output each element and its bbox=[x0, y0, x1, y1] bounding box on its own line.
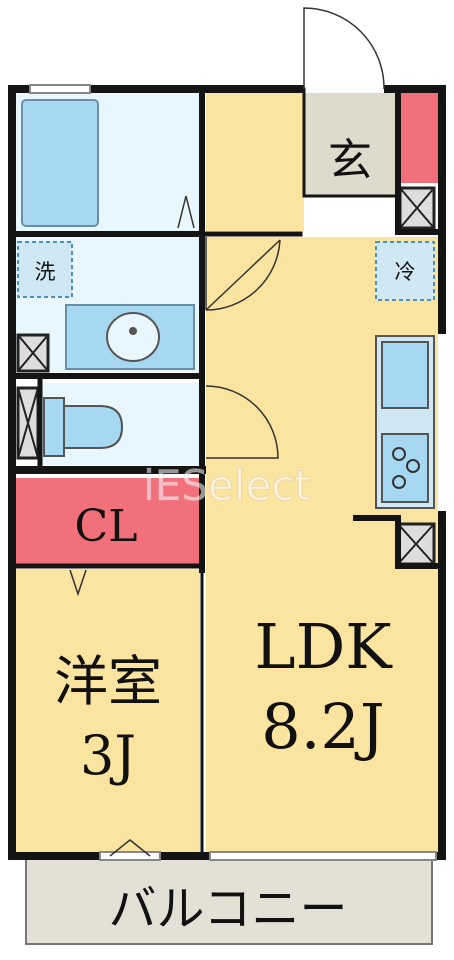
walls bbox=[8, 85, 446, 860]
washer-space bbox=[17, 241, 73, 298]
pipe-shaft-4 bbox=[396, 522, 436, 566]
toilet-tank bbox=[43, 397, 65, 457]
entrance-floor bbox=[304, 93, 398, 195]
ldk-name: LDK bbox=[254, 610, 393, 683]
laundry-label: 洗 bbox=[35, 260, 56, 284]
ldk-size: 8.2J bbox=[261, 690, 384, 763]
stove bbox=[381, 433, 429, 503]
bathtub bbox=[21, 99, 99, 227]
closet-area bbox=[16, 478, 200, 564]
kitchen-sink bbox=[381, 341, 429, 409]
doors bbox=[69, 7, 385, 857]
toilet-bowl bbox=[63, 405, 124, 449]
basin-bowl bbox=[106, 312, 160, 362]
shoe-box bbox=[398, 93, 438, 183]
western-room-floor bbox=[16, 569, 200, 853]
pipe-shaft-3 bbox=[16, 386, 40, 460]
windows bbox=[29, 84, 437, 861]
closet-label: CL bbox=[75, 501, 138, 552]
western-room-size: 3J bbox=[80, 724, 136, 787]
pipe-shaft-1 bbox=[398, 186, 436, 230]
corridor-floor bbox=[206, 93, 304, 231]
fridge-label: 冷 bbox=[395, 260, 416, 284]
pipe-shaft-2 bbox=[16, 333, 50, 373]
balcony-label: バルコニー bbox=[108, 881, 347, 937]
entrance-label: 玄 bbox=[328, 135, 372, 186]
western-room-name: 洋室 bbox=[54, 650, 162, 713]
watermark: iESelect bbox=[143, 461, 311, 510]
balcony-floor bbox=[25, 855, 433, 945]
fridge-space bbox=[375, 241, 435, 301]
